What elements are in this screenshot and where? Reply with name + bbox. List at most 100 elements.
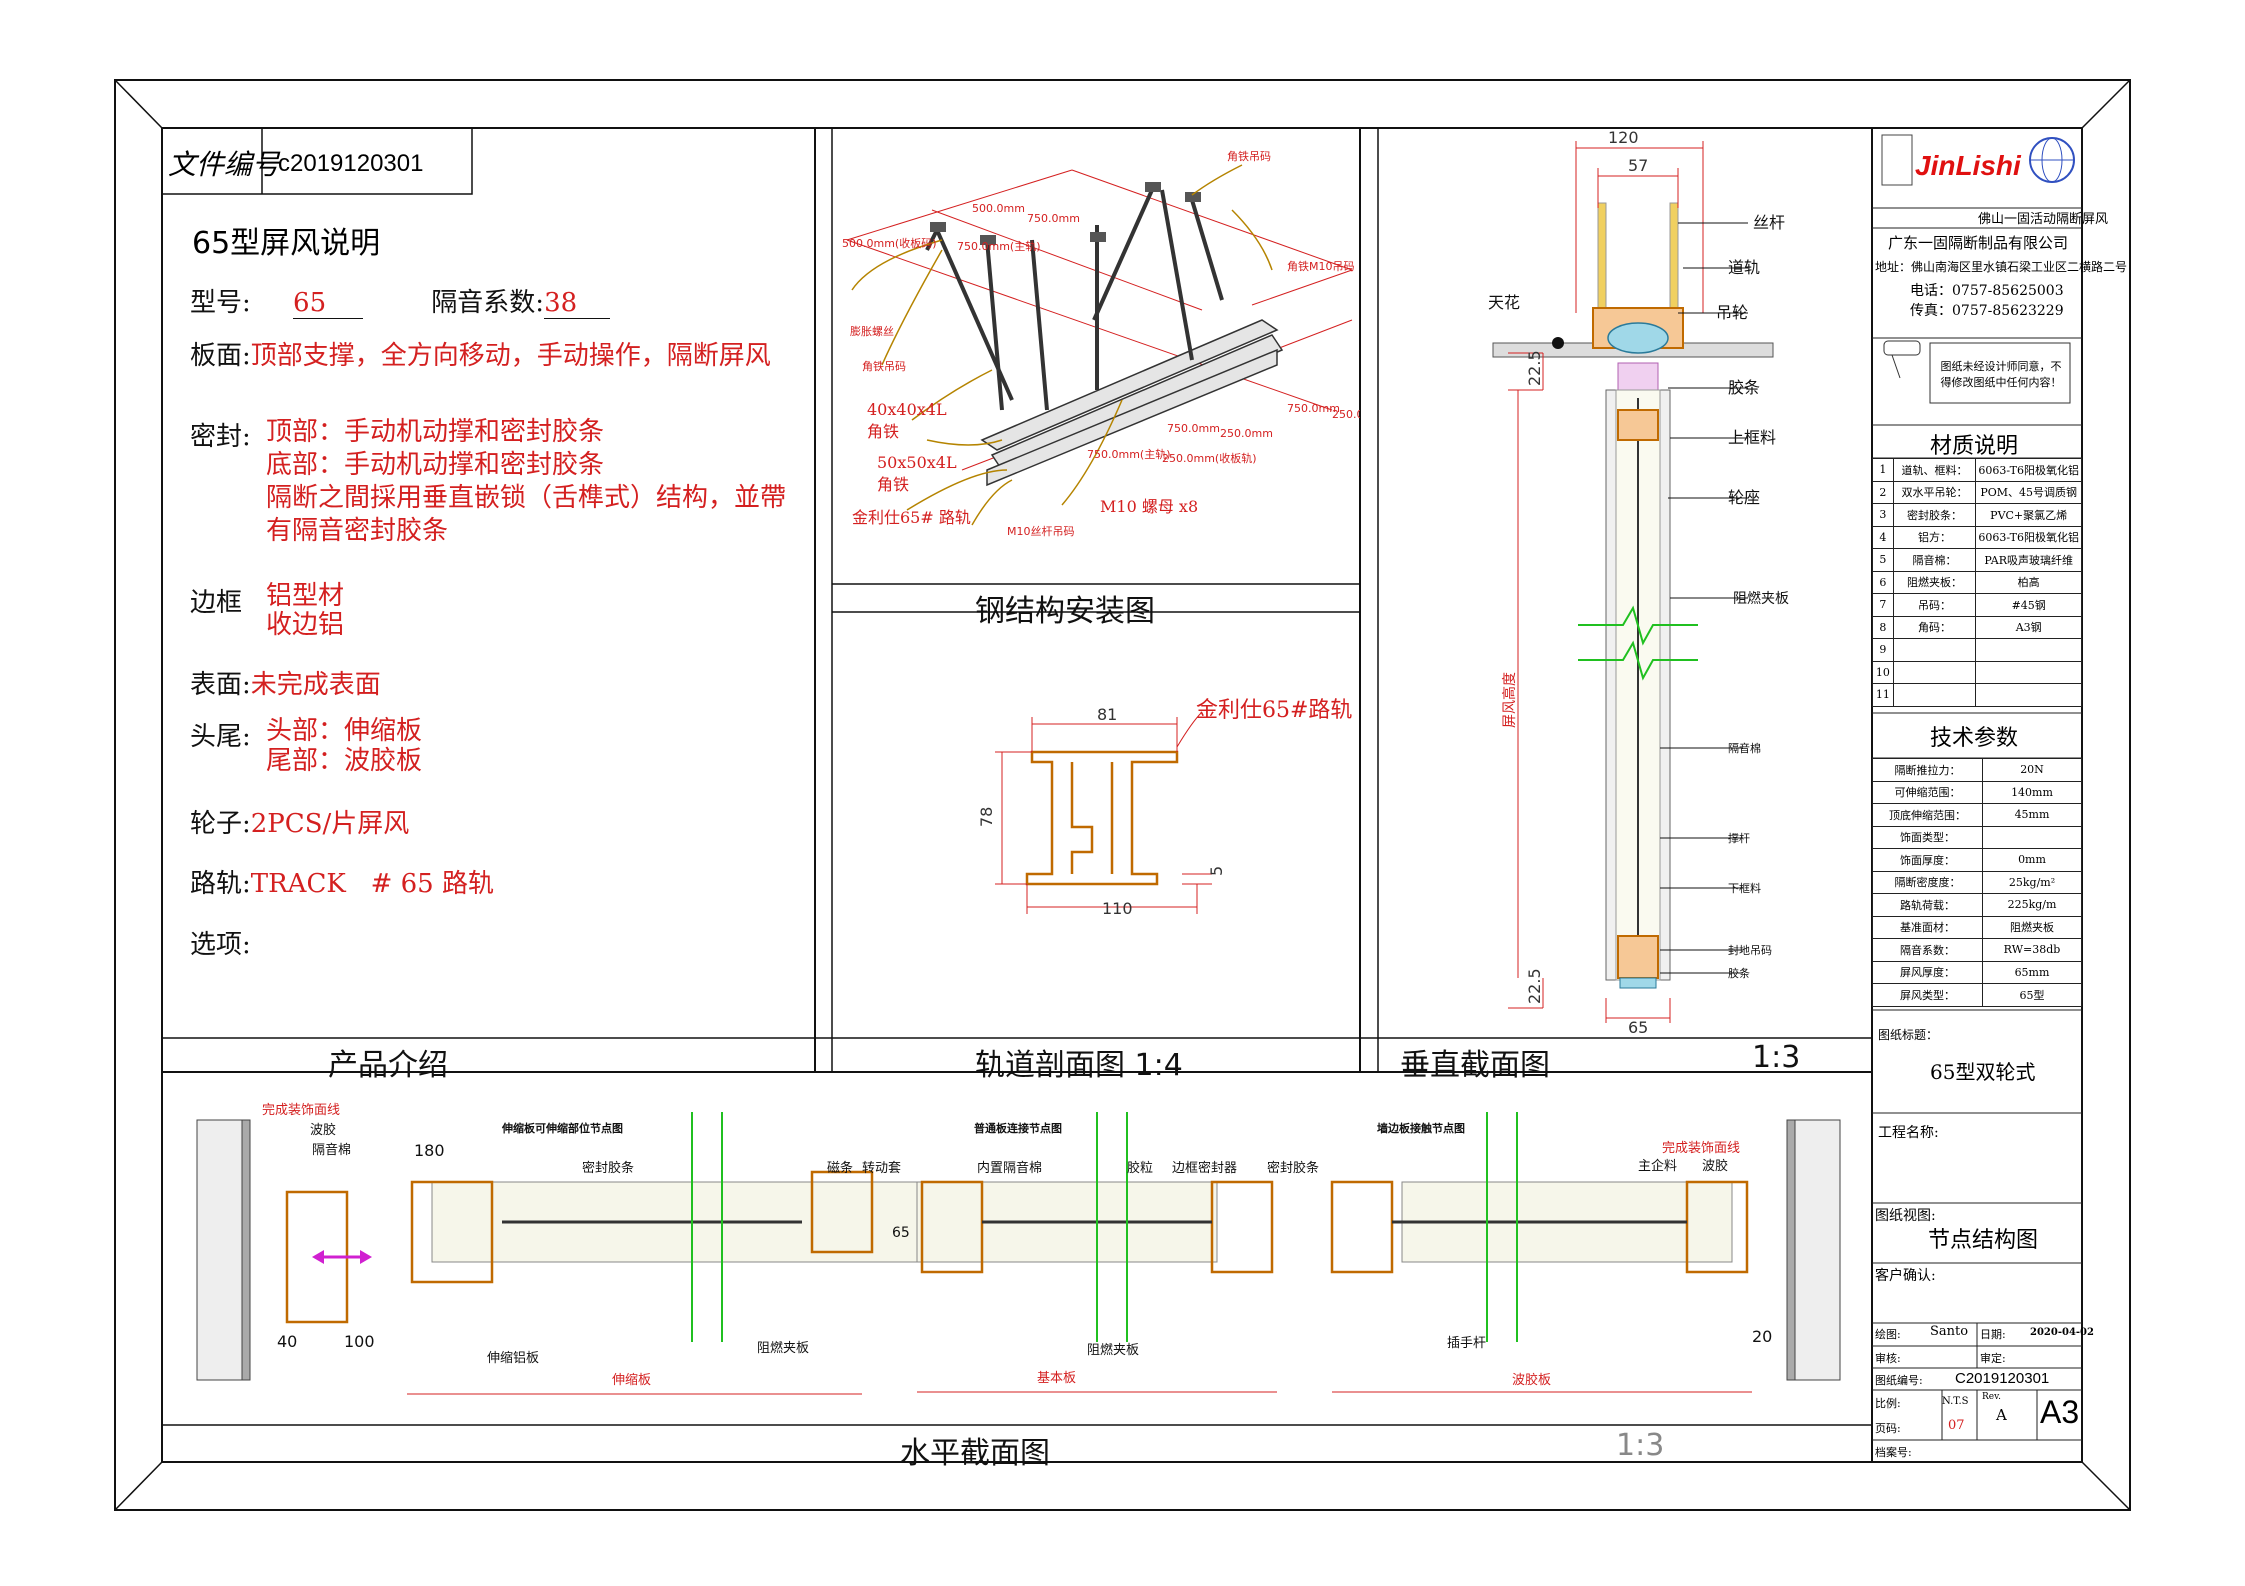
hlabel: 180	[414, 1141, 445, 1160]
material-cell: 密封胶条：	[1892, 503, 1977, 527]
project-label: 工程名称:	[1878, 1125, 1939, 1141]
vheight-label: 屏风高度	[1501, 672, 1518, 728]
spec-model: 型号: 65 隔音系数:38	[190, 282, 611, 319]
drawing-no-label: 图纸编号:	[1875, 1374, 1923, 1387]
tech-cell: 65mm	[1982, 960, 2082, 984]
vcallout: 上框料	[1728, 428, 1776, 447]
vdim-65: 65	[1628, 1018, 1648, 1037]
spec-surface: 表面:未完成表面	[190, 664, 381, 701]
caption-product: 产品介绍	[328, 1048, 448, 1083]
track-dim-top: 81	[1097, 705, 1117, 724]
vdim-57: 57	[1628, 156, 1648, 175]
model-value: 65	[293, 288, 364, 319]
vcallout: 封地吊码	[1728, 943, 1772, 957]
hlabel: 波胶	[310, 1122, 336, 1138]
panel-value: 顶部支撑，全方向移动，手动操作，隔断屏风	[250, 341, 771, 371]
vdim-225-top: 22.5	[1525, 350, 1544, 386]
vcallout: 吊轮	[1716, 303, 1748, 322]
track-section-drawing: 81 78 110 5 金利仕65#路轨	[977, 698, 1352, 918]
vcallout: 道轨	[1728, 258, 1760, 277]
drawing-title-label: 图纸标题：	[1878, 1028, 1939, 1042]
steel-label: M10丝杆吊码	[1007, 524, 1075, 538]
tech-row: 屏风类型：65型	[1872, 983, 2082, 1007]
tech-cell: 阻燃夹板	[1982, 915, 2082, 939]
company-fax: 传真：0757-85623229	[1910, 303, 2064, 319]
material-cell: 11	[1872, 683, 1894, 707]
caption-vertical-scale: 1:3	[1752, 1040, 1801, 1075]
steel-label: 500.0mm	[972, 202, 1025, 215]
material-cell: #45钢	[1975, 593, 2082, 617]
seal-line: 有隔音密封胶条	[266, 516, 449, 546]
frame-label: 边框	[190, 588, 243, 618]
hlabel: 主企料	[1638, 1158, 1677, 1174]
steel-label: 250.0mm	[1220, 427, 1273, 440]
track-dim-small: 5	[1207, 866, 1226, 876]
material-cell: 9	[1872, 638, 1894, 662]
hlabel: 隔音棉	[312, 1142, 351, 1158]
hand-icon	[1883, 340, 2071, 404]
tech-row: 顶底伸缩范围：45mm	[1872, 803, 2082, 827]
material-cell: 10	[1872, 660, 1894, 684]
page-label: 页码:	[1875, 1422, 1901, 1435]
company-address: 地址：佛山南海区里水镇石梁工业区二横路二号	[1875, 260, 2128, 274]
material-cell	[1975, 660, 2082, 684]
track-label: 路轨:	[190, 869, 251, 899]
hlabel: 转动套	[862, 1160, 901, 1176]
company-logo: JinLishi	[1880, 130, 2075, 200]
hlabel: 40	[277, 1332, 297, 1351]
logo-text: JinLishi	[1915, 150, 2021, 181]
hlabel: 波胶	[1702, 1158, 1728, 1174]
vcallout: 隔音棉	[1728, 741, 1761, 755]
approve-label: 审定:	[1980, 1352, 2006, 1365]
material-cell: 7	[1872, 593, 1894, 617]
steel-label: 角铁M10吊码	[1287, 260, 1355, 273]
tech-cell: 25kg/m²	[1982, 870, 2082, 894]
material-cell: 铝方：	[1892, 525, 1977, 549]
tech-cell: 屏风类型：	[1872, 983, 1983, 1007]
vcallout: 阻燃夹板	[1733, 590, 1789, 607]
seal-line: 顶部：手动机动撑和密封胶条	[266, 417, 605, 447]
hlabel: 完成装饰面线	[1662, 1141, 1740, 1156]
surface-value: 未完成表面	[250, 670, 381, 700]
hlabel: 完成装饰面线	[262, 1103, 340, 1118]
date-label: 日期:	[1980, 1328, 2006, 1341]
caption-horizontal-scale: 1:3	[1616, 1428, 1665, 1463]
tech-cell: RW=38db	[1982, 938, 2082, 962]
materials-title: 材质说明	[1930, 434, 2019, 459]
file-no: c2019120301	[278, 150, 424, 177]
tech-cell: 路轨荷载：	[1872, 893, 1983, 917]
steel-label: 250.0mm(收板轨)	[1162, 451, 1257, 465]
spec-ends: 头尾:	[190, 716, 251, 753]
material-row: 10	[1872, 660, 2082, 684]
track-dim-bottom: 110	[1102, 899, 1133, 918]
caption-vertical: 垂直截面图	[1400, 1048, 1550, 1083]
material-cell: POM、45号调质钢	[1975, 480, 2082, 504]
hlabel: 胶粒	[1127, 1160, 1153, 1176]
hlabel: 波胶板	[1512, 1372, 1551, 1388]
tech-cell: 0mm	[1982, 848, 2082, 872]
ceiling-label: 天花	[1488, 293, 1520, 312]
tech-cell: 可伸缩范围：	[1872, 780, 1983, 804]
archive-label: 档案号:	[1875, 1446, 1912, 1459]
ends-label: 头尾:	[190, 722, 251, 752]
ends-line: 尾部：波胶板	[266, 746, 423, 776]
tech-cell: 饰面厚度：	[1872, 848, 1983, 872]
vcallout: 撑杆	[1728, 831, 1750, 845]
material-cell: 角码：	[1892, 615, 1977, 639]
tech-cell: 140mm	[1982, 780, 2082, 804]
view-value: 节点结构图	[1928, 1228, 2039, 1253]
tech-row: 饰面厚度：0mm	[1872, 848, 2082, 872]
scale-label: 比例:	[1875, 1397, 1901, 1410]
material-cell: 双水平吊轮：	[1892, 480, 1977, 504]
vertical-section-drawing: 120 57 22.5 22.5 65 屏风高度 天花 丝杆 道轨 吊轮 胶条 …	[1488, 128, 1789, 1037]
material-cell: PVC+聚氯乙烯	[1975, 503, 2082, 527]
material-cell: 6	[1872, 570, 1894, 594]
vdim-225-bot: 22.5	[1525, 968, 1544, 1004]
